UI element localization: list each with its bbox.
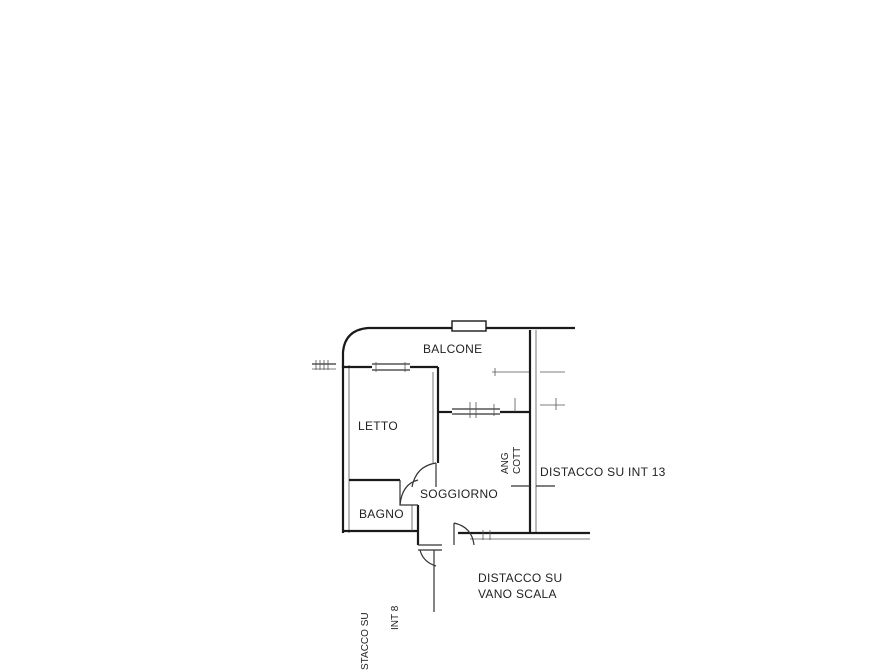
door-swings: [399, 462, 475, 567]
shaft-label-line1: ANG: [500, 452, 511, 474]
annotation-detach-int8-2: INT 8: [390, 605, 401, 630]
left-marker: [312, 360, 336, 370]
shaft-label: ANG COTT: [500, 447, 523, 474]
room-label-living: SOGGIORNO: [420, 487, 498, 501]
annotation-detach-stair-2: VANO SCALA: [478, 587, 557, 601]
annotation-detach-int8-1: STACCO SU: [360, 612, 371, 670]
balcony-drain: [451, 320, 487, 332]
shaft-label-line2: COTT: [512, 447, 523, 474]
room-label-bathroom: BAGNO: [359, 507, 404, 521]
annotation-detach-int8: STACCO SU INT 8: [360, 605, 401, 670]
room-label-balcony: BALCONE: [423, 342, 482, 356]
annotation-detach-int13: DISTACCO SU INT 13: [540, 465, 666, 479]
room-label-bedroom: LETTO: [358, 419, 398, 433]
balcony-railing: [341, 320, 575, 368]
apartment-walls: [341, 330, 590, 612]
annotation-detach-stair-1: DISTACCO SU: [478, 571, 562, 585]
